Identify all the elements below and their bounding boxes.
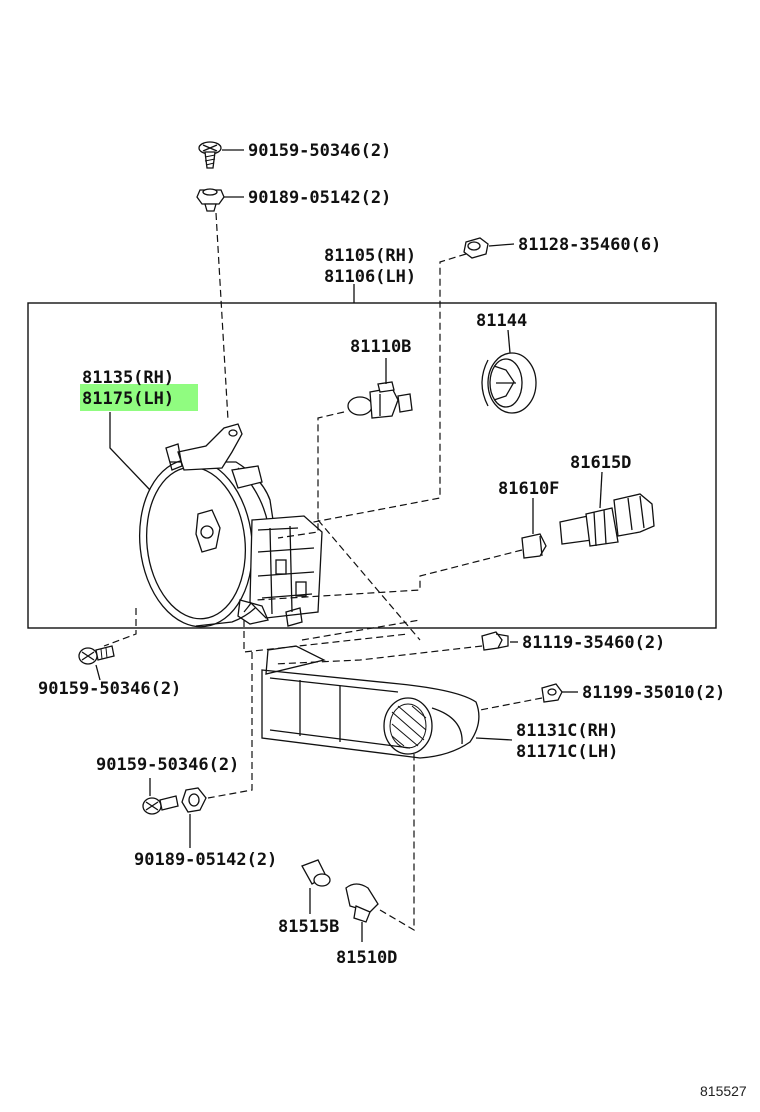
part-label: 90189-05142(2) bbox=[248, 188, 391, 208]
bulb-socket-wire-icon bbox=[559, 493, 655, 547]
nut-icon bbox=[541, 683, 563, 703]
part-label: 81144 bbox=[476, 311, 527, 331]
part-label: 81171C(LH) bbox=[516, 742, 618, 762]
part-label: 81510D bbox=[336, 948, 397, 968]
socket-ring-icon bbox=[481, 352, 537, 414]
nut-icon bbox=[463, 237, 489, 259]
part-label: 81135(RH) bbox=[82, 368, 174, 388]
headlamp-unit bbox=[138, 423, 323, 628]
turn-signal-lamp bbox=[261, 645, 480, 759]
wedge-bulb-icon bbox=[521, 533, 547, 559]
screw-icon bbox=[78, 645, 115, 665]
clip-nut-icon bbox=[196, 188, 225, 212]
part-label: 90159-50346(2) bbox=[248, 141, 391, 161]
part-label: 81106(LH) bbox=[324, 267, 416, 287]
screw-icon bbox=[142, 795, 179, 815]
part-label: 81199-35010(2) bbox=[582, 683, 725, 703]
lamp-socket-icon bbox=[301, 859, 331, 887]
part-label: 81119-35460(2) bbox=[522, 633, 665, 653]
headlamp-bulb-icon bbox=[347, 381, 413, 419]
part-label: 90159-50346(2) bbox=[38, 679, 181, 699]
part-label: 81610F bbox=[498, 479, 559, 499]
part-label-highlighted: 81175(LH) bbox=[82, 389, 174, 409]
wedge-bulb-icon bbox=[345, 883, 379, 923]
part-label: 90189-05142(2) bbox=[134, 850, 277, 870]
part-label: 81131C(RH) bbox=[516, 721, 618, 741]
label-highlight bbox=[80, 384, 198, 411]
part-label: 81128-35460(6) bbox=[518, 235, 661, 255]
part-label: 81105(RH) bbox=[324, 246, 416, 266]
part-label: 81515B bbox=[278, 917, 339, 937]
clip-nut-icon bbox=[181, 787, 207, 813]
part-label: 90159-50346(2) bbox=[96, 755, 239, 775]
part-label: 81110B bbox=[350, 337, 411, 357]
screw-icon bbox=[198, 141, 222, 169]
part-label: 81615D bbox=[570, 453, 631, 473]
diagram-reference-code: 815527 bbox=[700, 1083, 747, 1099]
clip-icon bbox=[481, 631, 509, 651]
